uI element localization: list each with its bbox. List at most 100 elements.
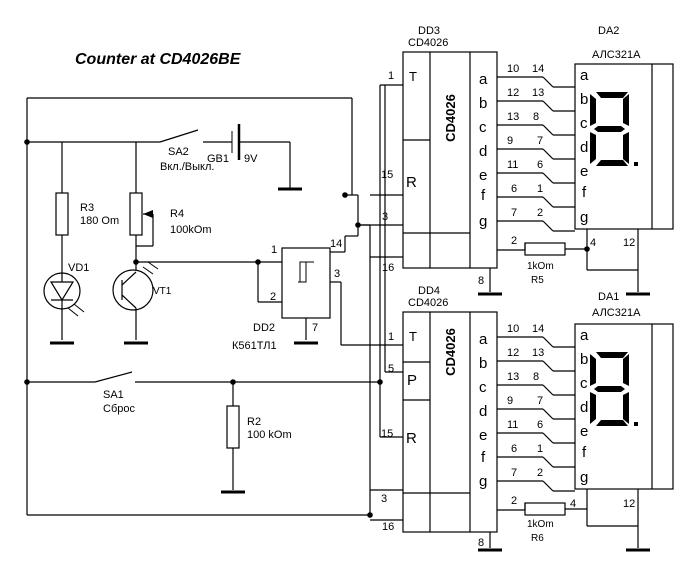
da1-digit xyxy=(590,352,638,426)
power-rails xyxy=(24,97,370,516)
svg-text:6: 6 xyxy=(537,159,543,171)
svg-text:12: 12 xyxy=(507,347,519,359)
r3-ref: R3 xyxy=(80,202,94,214)
sa2-ref: SA2 xyxy=(168,146,189,158)
svg-text:a: a xyxy=(479,331,488,348)
svg-text:12: 12 xyxy=(623,237,635,249)
svg-text:6: 6 xyxy=(511,183,517,195)
dd4-ref: DD4 xyxy=(418,285,440,297)
svg-text:2: 2 xyxy=(270,291,276,303)
da1-display: DA1 АЛС321А a b c d e f g 4 12 xyxy=(570,291,674,552)
svg-text:d: d xyxy=(479,143,487,160)
svg-text:7: 7 xyxy=(511,207,517,219)
svg-text:f: f xyxy=(481,187,486,204)
svg-text:2: 2 xyxy=(537,207,543,219)
svg-text:11: 11 xyxy=(507,159,518,171)
dd4-chip-label: CD4026 xyxy=(443,328,458,376)
svg-text:3: 3 xyxy=(381,493,387,505)
r4-value: 100kOm xyxy=(170,224,212,236)
da1-ref: DA1 xyxy=(598,291,619,303)
svg-text:b: b xyxy=(580,351,588,368)
svg-text:d: d xyxy=(580,139,588,156)
sa1-r2: SA1 Сброс R2 100 kOm xyxy=(27,85,403,494)
schematic-title: Counter at CD4026BE xyxy=(75,51,242,68)
dd2-type: К561ТЛ1 xyxy=(232,340,277,352)
svg-text:8: 8 xyxy=(478,537,484,549)
vd1-ref: VD1 xyxy=(68,262,89,274)
da2-display: DA2 АЛС321А a b c d e f g 4 12 xyxy=(574,25,674,296)
sa2-switch: SA2 Вкл./Выкл. xyxy=(159,129,232,173)
svg-text:12: 12 xyxy=(507,87,519,99)
da1-type: АЛС321А xyxy=(592,307,641,319)
sa2-label: Вкл./Выкл. xyxy=(160,161,214,173)
svg-text:15: 15 xyxy=(381,169,393,181)
svg-text:1: 1 xyxy=(388,331,394,343)
svg-text:T: T xyxy=(409,329,417,344)
sa1-label: Сброс xyxy=(103,403,135,415)
svg-text:6: 6 xyxy=(537,419,543,431)
r2-ref: R2 xyxy=(247,416,261,428)
dd4-type: CD4026 xyxy=(408,297,448,309)
svg-text:e: e xyxy=(479,167,487,184)
svg-text:c: c xyxy=(580,375,588,392)
svg-text:2: 2 xyxy=(511,495,517,507)
dd3-type: CD4026 xyxy=(408,37,448,49)
svg-text:f: f xyxy=(481,449,486,466)
svg-text:1: 1 xyxy=(388,70,394,82)
dd4-da1-bus: 10 12 13 9 11 6 7 14 13 8 7 6 1 2 1kOm R… xyxy=(497,323,587,544)
svg-text:13: 13 xyxy=(507,371,519,383)
svg-text:8: 8 xyxy=(533,111,539,123)
r3-vd1-branch: R3 180 Om VD1 xyxy=(43,142,119,345)
da2-ref: DA2 xyxy=(598,25,619,37)
svg-text:a: a xyxy=(479,71,488,88)
vt1-ref: VT1 xyxy=(153,286,172,297)
dd2-ref: DD2 xyxy=(253,322,275,334)
supply-feed xyxy=(342,192,373,518)
svg-text:6: 6 xyxy=(511,443,517,455)
svg-text:4: 4 xyxy=(590,237,596,249)
svg-text:a: a xyxy=(580,327,589,344)
r4-vt1-branch: R4 100kOm VT1 xyxy=(112,142,258,345)
svg-text:7: 7 xyxy=(537,135,543,147)
svg-text:g: g xyxy=(580,209,588,226)
r5-value: 1kOm xyxy=(527,261,554,272)
svg-text:e: e xyxy=(580,163,588,180)
sa1-ref: SA1 xyxy=(103,389,124,401)
svg-text:R: R xyxy=(406,430,417,447)
svg-text:16: 16 xyxy=(382,521,394,533)
svg-text:c: c xyxy=(479,119,487,136)
svg-text:d: d xyxy=(479,403,487,420)
svg-text:e: e xyxy=(479,427,487,444)
r6-value: 1kOm xyxy=(527,519,554,530)
svg-text:7: 7 xyxy=(312,322,318,334)
dd3-chip-label: CD4026 xyxy=(443,94,458,142)
svg-text:8: 8 xyxy=(478,275,484,287)
gb1-battery: GB1 9V xyxy=(207,124,302,191)
r6-ref: R6 xyxy=(531,533,544,544)
svg-text:R: R xyxy=(406,174,417,191)
svg-text:13: 13 xyxy=(507,111,519,123)
svg-text:13: 13 xyxy=(532,87,544,99)
svg-text:a: a xyxy=(580,67,589,84)
svg-text:12: 12 xyxy=(623,498,635,510)
gb1-ref: GB1 xyxy=(207,153,229,165)
svg-text:7: 7 xyxy=(511,467,517,479)
svg-text:1: 1 xyxy=(537,443,543,455)
svg-text:1: 1 xyxy=(537,183,543,195)
svg-text:g: g xyxy=(479,473,487,490)
svg-text:d: d xyxy=(580,399,588,416)
svg-text:f: f xyxy=(582,444,587,461)
svg-text:c: c xyxy=(580,115,588,132)
svg-text:3: 3 xyxy=(334,268,340,280)
svg-text:P: P xyxy=(407,372,417,389)
svg-text:10: 10 xyxy=(507,323,519,335)
svg-text:15: 15 xyxy=(381,428,393,440)
r5-ref: R5 xyxy=(531,275,544,286)
svg-text:2: 2 xyxy=(537,467,543,479)
svg-text:f: f xyxy=(582,184,587,201)
svg-text:13: 13 xyxy=(532,347,544,359)
svg-text:2: 2 xyxy=(511,235,517,247)
r3-value: 180 Om xyxy=(80,215,119,227)
gb1-value: 9V xyxy=(244,153,258,165)
